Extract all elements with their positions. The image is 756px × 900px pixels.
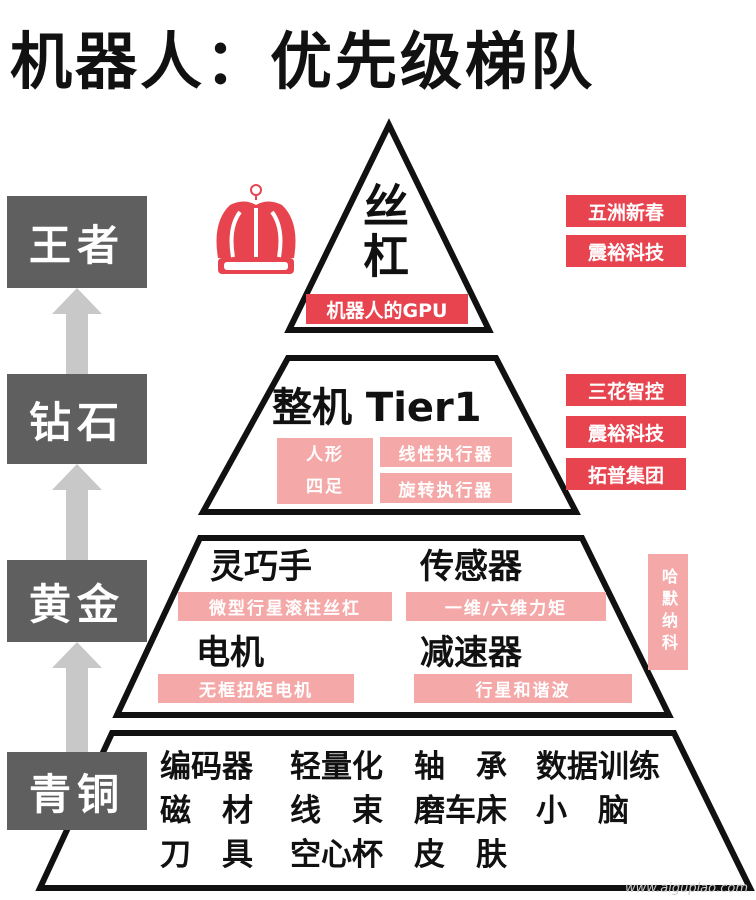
component-name: 传感器 <box>420 547 522 587</box>
watermark: www.aiguplao.com <box>625 881 748 896</box>
actuator-linear: 线性执行器 <box>380 437 512 467</box>
form-label-quadruped: 四足 <box>306 477 344 497</box>
company-tag: 三花智控 <box>566 374 686 406</box>
bronze-item: 轴 承 <box>414 749 507 785</box>
company-tag-vertical: 哈默纳科 <box>648 554 688 670</box>
level-tag-qingtong: 青铜 <box>7 752 147 830</box>
bronze-item: 小 脑 <box>536 793 629 829</box>
bronze-item: 轻量化 <box>290 749 383 785</box>
pyramid-tier-bronze <box>35 730 755 891</box>
bronze-item: 磁 材 <box>160 793 253 829</box>
second-tier-form-box: 人形 四足 <box>277 438 373 504</box>
company-tag: 拓普集团 <box>566 458 686 490</box>
level-tag-huangjin: 黄金 <box>7 560 147 642</box>
pyramid-tier-top <box>284 118 494 333</box>
bronze-item: 线 束 <box>290 793 383 829</box>
component-sub: 一维/六维力矩 <box>406 592 606 621</box>
level-tag-zuanshi: 钻石 <box>7 374 147 464</box>
component-name: 减速器 <box>420 633 522 673</box>
form-label-humanoid: 人形 <box>306 445 344 465</box>
component-sub: 微型行星滚柱丝杠 <box>178 592 392 621</box>
bronze-item: 数据训练 <box>536 749 660 785</box>
pyramid-tier-gold <box>112 535 674 718</box>
bronze-item: 空心杯 <box>290 837 383 873</box>
up-arrow-icon <box>52 464 102 560</box>
company-tag: 震裕科技 <box>566 235 686 267</box>
bronze-item: 编码器 <box>160 749 253 785</box>
component-sub: 行星和谐波 <box>414 674 632 703</box>
company-tag: 震裕科技 <box>566 416 686 448</box>
bronze-item: 磨车床 <box>414 793 507 829</box>
crown-icon <box>216 184 296 274</box>
level-tag-wangzhe: 王者 <box>7 196 147 288</box>
second-tier-main: 整机 Tier1 <box>272 385 482 431</box>
company-tag: 五洲新春 <box>566 195 686 227</box>
up-arrow-icon <box>52 642 102 752</box>
component-name: 电机 <box>196 633 264 673</box>
component-sub: 无框扭矩电机 <box>158 674 354 703</box>
bronze-item: 皮 肤 <box>414 837 507 873</box>
component-name: 灵巧手 <box>210 547 312 587</box>
actuator-rotary: 旋转执行器 <box>380 473 512 503</box>
page-title: 机器人：优先级梯队 <box>10 25 596 98</box>
bronze-item: 刀 具 <box>160 837 253 873</box>
top-tier-main: 丝杠 <box>356 182 410 282</box>
up-arrow-icon <box>52 288 102 374</box>
top-tier-caption: 机器人的GPU <box>306 294 468 324</box>
